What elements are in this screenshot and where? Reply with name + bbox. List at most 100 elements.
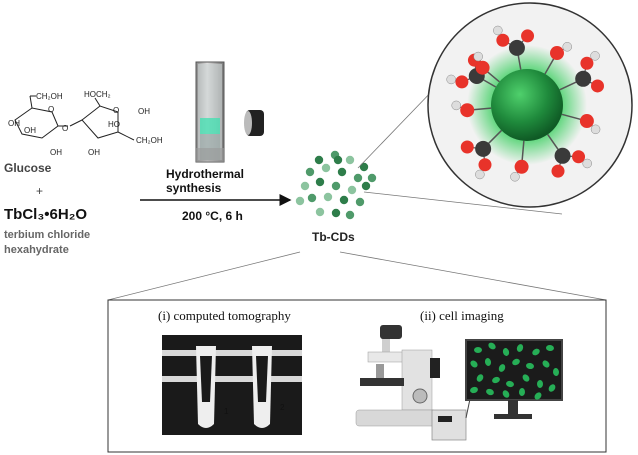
oxygen-atom xyxy=(591,79,605,93)
cd-dot xyxy=(307,193,317,203)
cell-spot xyxy=(546,344,554,352)
cell-spot xyxy=(516,344,524,352)
cd-dot xyxy=(347,185,357,195)
vial-photo xyxy=(195,61,225,163)
cell-spot xyxy=(476,374,484,382)
ct-image: 1 2 xyxy=(162,335,302,435)
hydrogen-atom xyxy=(446,74,456,85)
carbon-atom xyxy=(575,70,592,87)
cell-spot xyxy=(470,360,478,368)
glucose-hoch2: HOCH₂ xyxy=(84,90,111,99)
cell-spot xyxy=(534,392,542,400)
cd-dot xyxy=(345,210,355,220)
tb-cds-label: Tb-CDs xyxy=(312,230,355,244)
cell-spot xyxy=(522,374,530,382)
cd-dot xyxy=(333,155,343,165)
glucose-ch2oh-bottom: CH₂OH xyxy=(136,136,163,145)
cell-spot xyxy=(502,390,510,398)
hydrogen-atom xyxy=(493,25,503,36)
hydrogen-atom xyxy=(510,172,520,182)
tb-cds-cluster xyxy=(295,150,377,220)
cell-spot xyxy=(548,384,556,392)
glucose-oh-3: OH xyxy=(50,148,62,157)
cell-spot xyxy=(470,386,478,394)
cd-dot xyxy=(305,167,315,177)
cd-dot xyxy=(300,181,310,191)
oxygen-atom xyxy=(460,140,474,154)
glucose-oh-1: OH xyxy=(8,119,20,128)
funnel-line-left xyxy=(107,251,301,301)
funnel-line-right xyxy=(339,251,607,301)
cell-spot xyxy=(502,348,510,356)
oxygen-atom xyxy=(478,158,492,172)
ct-tube-label-1: 1 xyxy=(224,407,229,416)
oxygen-atom xyxy=(496,33,510,47)
cd-dot xyxy=(367,173,377,183)
glucose-oh-5: OH xyxy=(138,107,150,116)
cd-dot xyxy=(321,163,331,173)
hydrogen-atom xyxy=(582,158,592,169)
cd-dot xyxy=(295,196,305,206)
tbcl3-name-line1: terbium chloride xyxy=(4,229,90,241)
oxygen-atom xyxy=(551,164,565,178)
reaction-conditions: 200 °C, 6 h xyxy=(182,209,243,223)
cell-spot xyxy=(542,360,550,368)
glucose-ring-o2: O xyxy=(113,106,119,115)
cd-dot xyxy=(331,181,341,191)
oxygen-atom xyxy=(460,103,475,118)
hydrogen-atom xyxy=(473,51,483,62)
hydrogen-atom xyxy=(451,100,461,111)
cd-dot xyxy=(337,167,347,177)
cell-imaging-title: (ii) cell imaging xyxy=(420,308,504,323)
cell-spot xyxy=(474,347,482,353)
cell-spot xyxy=(492,376,500,384)
uv-lamp-icon xyxy=(244,110,264,136)
oxygen-atom xyxy=(514,159,529,174)
glucose-structure xyxy=(14,95,135,141)
hydrogen-atom xyxy=(590,51,600,61)
cd-dot xyxy=(315,207,325,217)
cd-dot xyxy=(314,155,324,165)
zoom-line-bottom xyxy=(363,191,563,215)
cell-spot xyxy=(512,358,520,366)
carbon-atom xyxy=(554,147,571,164)
cell-spot xyxy=(486,388,494,396)
oxygen-atom xyxy=(475,60,490,75)
tbcl3-name-line2: hexahydrate xyxy=(4,244,69,256)
cell-spot xyxy=(526,362,534,370)
cd-dot xyxy=(355,197,365,207)
cell-spot xyxy=(532,348,540,356)
carbon-dot-core xyxy=(491,69,563,141)
functional-groups xyxy=(446,25,605,182)
cell-spot xyxy=(484,358,492,366)
cd-dot xyxy=(359,162,369,172)
cd-dot xyxy=(353,173,363,183)
cd-dot xyxy=(345,155,355,165)
cell-spot xyxy=(506,380,514,388)
tbcl3-formula: TbCl₃•6H₂O xyxy=(4,206,87,223)
glucose-ring-o1: O xyxy=(48,105,54,114)
glucose-oh-4: OH xyxy=(88,148,100,157)
cd-dot xyxy=(339,195,349,205)
cd-dot xyxy=(323,192,333,202)
oxygen-atom xyxy=(572,150,586,164)
reaction-line1: Hydrothermal xyxy=(166,167,244,181)
microscope-icon xyxy=(355,325,440,427)
cell-spot xyxy=(552,368,560,376)
cell-spot xyxy=(536,380,544,388)
plus-sign: + xyxy=(36,184,43,198)
cell-spot xyxy=(518,388,526,396)
ct-tube-label-2: 2 xyxy=(280,403,285,412)
hydrogen-atom xyxy=(590,124,601,135)
ct-title: (i) computed tomography xyxy=(158,308,291,323)
cd-dot xyxy=(331,208,341,218)
reaction-line2: synthesis xyxy=(166,181,222,195)
oxygen-atom xyxy=(521,29,535,43)
oxygen-atom xyxy=(579,114,594,129)
carbon-atom xyxy=(475,140,492,157)
cell-spots xyxy=(470,342,560,400)
glucose-oh-2: OH xyxy=(24,126,36,135)
glucose-ho: HO xyxy=(108,120,120,129)
monitor-icon xyxy=(465,339,563,419)
